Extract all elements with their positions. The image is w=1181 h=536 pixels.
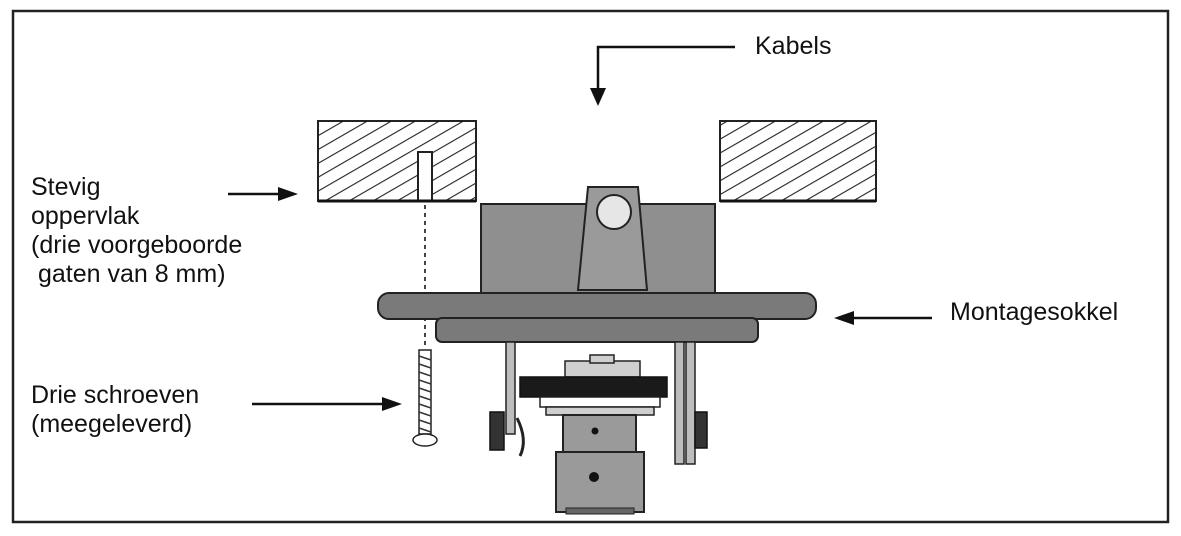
label-screws-line-2: (meegeleverd) xyxy=(31,410,193,438)
surface-left xyxy=(317,120,477,203)
label-surface: Stevig oppervlak (drie voorgeboorde gate… xyxy=(31,173,242,289)
label-surface-line-3: (drie voorgeboorde xyxy=(31,231,243,259)
screw xyxy=(412,349,438,447)
label-screws: Drie schroeven (meegeleverd) xyxy=(31,381,199,439)
support-posts xyxy=(489,341,708,465)
label-surface-line-4: gaten van 8 mm) xyxy=(31,260,226,288)
label-cables: Kabels xyxy=(755,31,831,61)
arrow-surface xyxy=(228,187,298,201)
label-surface-line-2: oppervlak xyxy=(31,202,140,230)
arrow-cables xyxy=(590,45,735,106)
surface-right xyxy=(719,120,877,203)
housing-box xyxy=(480,186,716,297)
mount-base xyxy=(377,292,817,343)
arrow-screws xyxy=(252,397,402,411)
label-mount-base-text: Montagesokkel xyxy=(950,298,1119,326)
camera-assembly xyxy=(519,354,668,515)
arrow-mount-base xyxy=(834,311,932,325)
label-screws-line-1: Drie schroeven xyxy=(31,381,200,409)
label-surface-line-1: Stevig xyxy=(31,173,101,201)
label-mount-base: Montagesokkel xyxy=(950,297,1118,327)
label-cables-text: Kabels xyxy=(755,32,832,60)
cable-port xyxy=(596,194,632,230)
